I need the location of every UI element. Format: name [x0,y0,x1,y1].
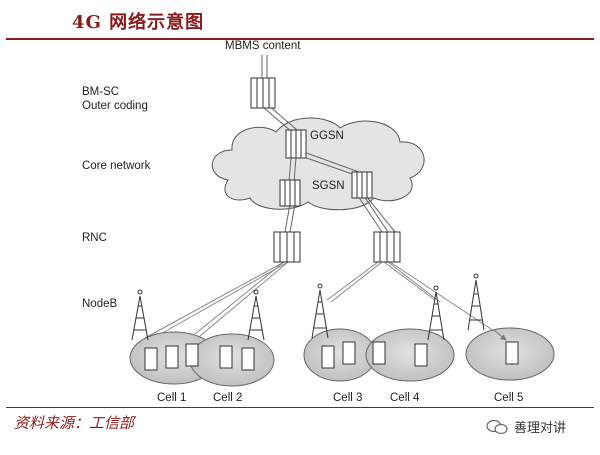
rnc-label: RNC [82,232,107,244]
nodeb-label: NodeB [82,298,118,310]
tower-5 [467,273,485,331]
title-divider [6,38,594,40]
mbms-content-label: MBMS content [225,40,301,52]
radio-links [144,261,501,341]
cell-label-2: Cell 2 [213,392,243,404]
footer-divider [6,407,594,408]
user-terminals [144,341,519,371]
backbone-links [261,55,396,233]
ggsn-label: GGSN [310,130,344,142]
outer-coding-label: Outer coding [82,100,148,112]
tower-1 [131,289,149,341]
watermark-text: 善理对讲 [514,421,567,436]
tower-4 [427,285,445,341]
watermark: 善理对讲 [486,417,566,436]
antenna-towers [131,273,485,341]
page-title: 4G 网络示意图 [72,12,205,33]
wechat-icon [486,419,508,434]
bm-sc-node [250,77,276,109]
sgsn-node-b [351,171,373,199]
ggsn-node [285,129,307,159]
bm-sc-label: BM-SC [82,86,120,98]
cell-label-3: Cell 3 [333,392,363,404]
tower-3 [311,283,329,339]
rnc-node-left [273,231,301,263]
sgsn-label: SGSN [312,180,345,192]
cell-label-4: Cell 4 [390,392,420,404]
source-note: 资料来源：工信部 [14,414,135,432]
cell5-arrow [493,329,507,341]
tower-2 [247,289,265,341]
core-network-label: Core network [82,160,151,172]
sgsn-node-a [279,179,301,207]
cell-label-1: Cell 1 [157,392,187,404]
rnc-node-right [373,231,401,263]
cell-label-5: Cell 5 [494,392,524,404]
